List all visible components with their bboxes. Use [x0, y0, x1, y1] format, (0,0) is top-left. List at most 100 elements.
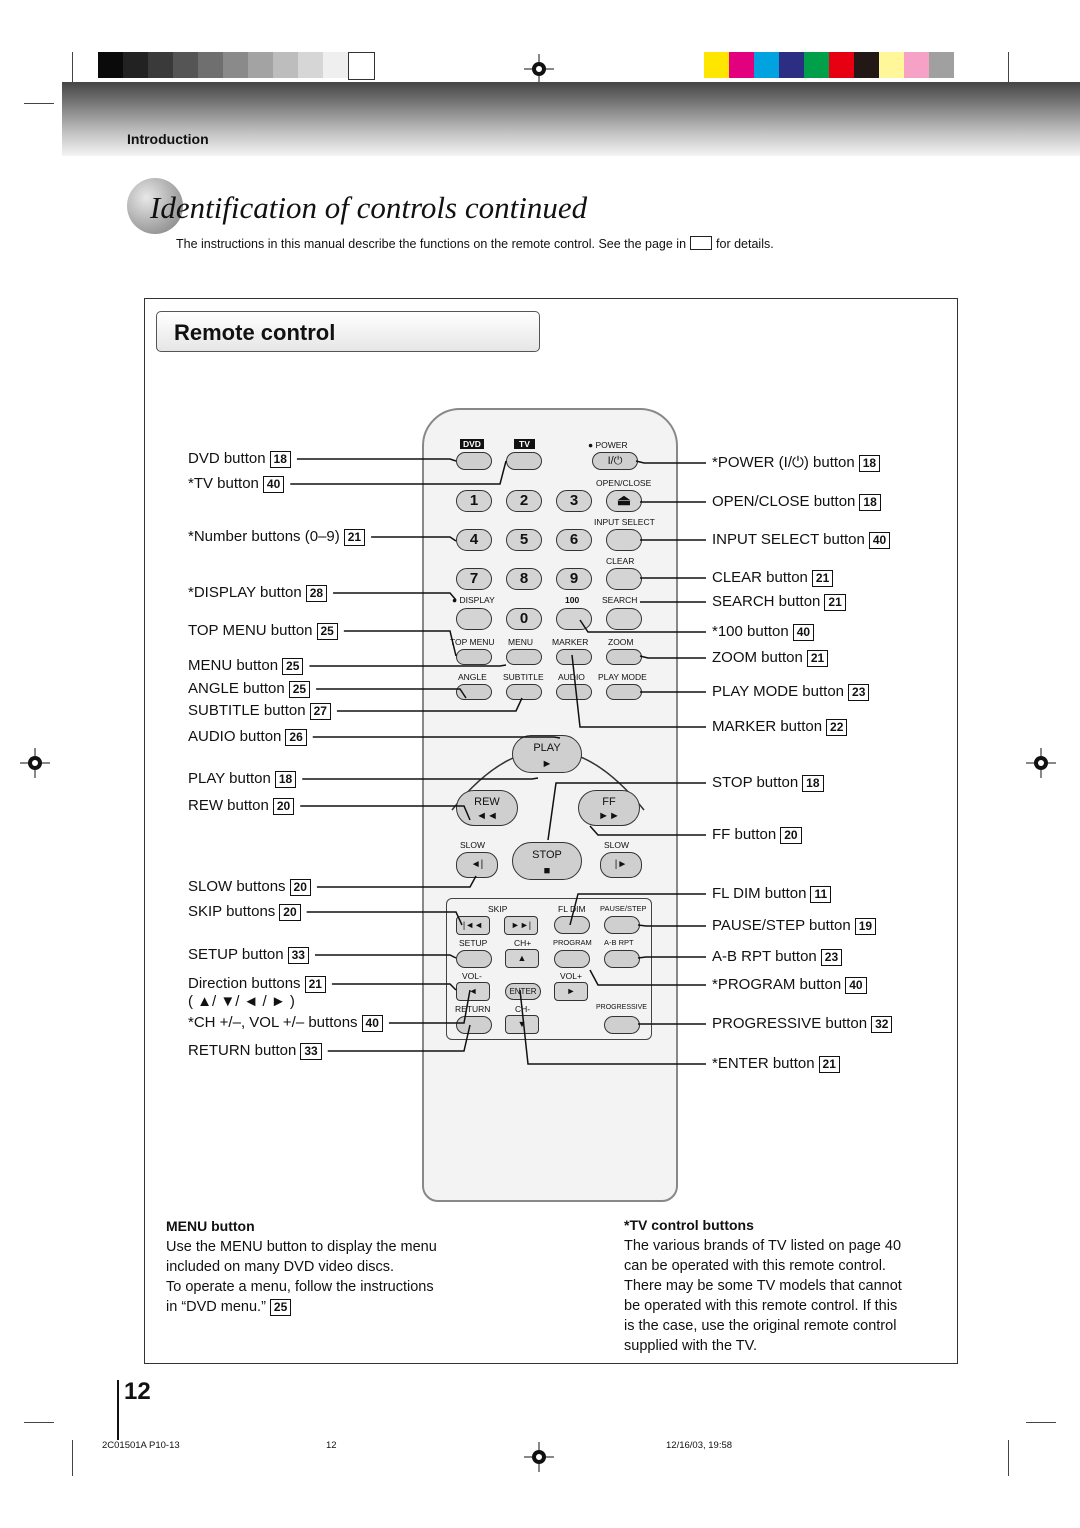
- page-ref-badge: 21: [304, 976, 326, 993]
- page-ref-badge: 25: [282, 658, 304, 675]
- callout-text: SUBTITLE button: [188, 702, 306, 719]
- number-button-8[interactable]: 8: [506, 568, 542, 590]
- callout-text: *ENTER button: [712, 1055, 815, 1072]
- top-menu-button[interactable]: [456, 649, 492, 665]
- hundred-button[interactable]: [556, 608, 592, 630]
- slow-reverse-button[interactable]: ◄|: [456, 852, 498, 878]
- fl-dim-button[interactable]: [554, 916, 590, 934]
- tv-button[interactable]: [506, 452, 542, 470]
- callout-text: ( ▲/ ▼/ ◄ / ► ): [188, 993, 295, 1010]
- enter-button[interactable]: ENTER: [505, 983, 541, 1000]
- setup-label: SETUP: [459, 938, 488, 948]
- number-button-6[interactable]: 6: [556, 529, 592, 551]
- pause-step-button[interactable]: [604, 916, 640, 934]
- clear-label: CLEAR: [606, 556, 635, 566]
- rew-button[interactable]: REW◄◄: [456, 790, 518, 826]
- callout-text: ZOOM button: [712, 649, 803, 666]
- stop-button[interactable]: STOP■: [512, 842, 582, 880]
- page-ref-badge: 26: [285, 729, 307, 746]
- callout-text: MARKER button: [712, 718, 823, 735]
- page-ref-badge: 22: [826, 719, 848, 736]
- gray-swatch: [298, 52, 323, 78]
- callout-text: OPEN/CLOSE button: [712, 493, 856, 510]
- number-button-1[interactable]: 1: [456, 490, 492, 512]
- ff-button[interactable]: FF►►: [578, 790, 640, 826]
- page-ref-badge: 21: [824, 594, 846, 611]
- dvd-button[interactable]: [456, 452, 492, 470]
- tv-note-heading: *TV control buttons: [624, 1217, 754, 1233]
- skip-forward-button[interactable]: ►►|: [504, 916, 538, 935]
- tv-note-line: is the case, use the original remote con…: [624, 1318, 897, 1334]
- subtitle-button[interactable]: [506, 684, 542, 700]
- progressive-button[interactable]: [604, 1016, 640, 1034]
- callout-text: A-B RPT button: [712, 948, 817, 965]
- page-ref-badge: 18: [859, 494, 881, 511]
- number-button-5[interactable]: 5: [506, 529, 542, 551]
- tv-note-body: The various brands of TV listed on page …: [624, 1236, 902, 1356]
- skip-back-button[interactable]: |◄◄: [456, 916, 490, 935]
- number-button-4[interactable]: 4: [456, 529, 492, 551]
- number-button-7[interactable]: 7: [456, 568, 492, 590]
- color-swatch: [904, 52, 929, 78]
- slow-forward-button[interactable]: |►: [600, 852, 642, 878]
- menu-button[interactable]: [506, 649, 542, 665]
- play-button[interactable]: PLAY►: [512, 735, 582, 773]
- page-ref-badge: 21: [806, 650, 829, 667]
- return-button[interactable]: [456, 1016, 492, 1034]
- zoom-button[interactable]: [606, 649, 642, 665]
- input-select-button[interactable]: [606, 529, 642, 551]
- vol-down-button[interactable]: ◄: [456, 982, 490, 1001]
- page-ref-badge: 21: [811, 570, 834, 587]
- number-button-2[interactable]: 2: [506, 490, 542, 512]
- power-button[interactable]: I/⏻: [592, 452, 638, 470]
- page-ref-badge: 18: [274, 771, 297, 788]
- progressive-label: PROGRESSIVE: [596, 1004, 647, 1011]
- vol-minus-label: VOL-: [462, 971, 482, 981]
- play-mode-button[interactable]: [606, 684, 642, 700]
- clear-button[interactable]: [606, 568, 642, 590]
- crop-mark: [1008, 1440, 1009, 1476]
- angle-button[interactable]: [456, 684, 492, 700]
- subtitle-label: SUBTITLE: [503, 672, 544, 682]
- number-button-0[interactable]: 0: [506, 608, 542, 630]
- ch-up-button[interactable]: ▲: [505, 949, 539, 968]
- page-ref-badge: 18: [802, 775, 824, 792]
- setup-button[interactable]: [456, 950, 492, 968]
- left-callout-label: *Number buttons (0–9)21: [188, 528, 366, 546]
- callout-text: *100 button: [712, 623, 789, 640]
- program-button[interactable]: [554, 950, 590, 968]
- rew-text: REW: [474, 796, 500, 808]
- number-button-3[interactable]: 3: [556, 490, 592, 512]
- vol-up-button[interactable]: ►: [554, 982, 588, 1001]
- gray-swatch: [323, 52, 348, 78]
- audio-button[interactable]: [556, 684, 592, 700]
- number-button-9[interactable]: 9: [556, 568, 592, 590]
- callout-text: *TV button: [188, 475, 259, 492]
- color-swatch: [754, 52, 779, 78]
- intro-before: The instructions in this manual describe…: [176, 237, 687, 251]
- tv-note-line: supplied with the TV.: [624, 1338, 758, 1354]
- page-ref-badge: 20: [289, 879, 311, 896]
- search-button[interactable]: [606, 608, 642, 630]
- ab-rpt-button[interactable]: [604, 950, 640, 968]
- registration-mark: [524, 54, 554, 84]
- ch-down-button[interactable]: ▼: [505, 1015, 539, 1034]
- open-close-button[interactable]: ⏏: [606, 490, 642, 512]
- fl-dim-label: FL DIM: [558, 904, 586, 914]
- display-button[interactable]: [456, 608, 492, 630]
- gray-swatch: [348, 52, 375, 80]
- page-number-rule: [117, 1380, 119, 1440]
- menu-note-line: in “DVD menu.”25: [166, 1297, 437, 1317]
- angle-label: ANGLE: [458, 672, 487, 682]
- tv-tag: TV: [514, 439, 535, 449]
- callout-text: STOP button: [712, 774, 799, 791]
- marker-button[interactable]: [556, 649, 592, 665]
- callout-text: SLOW buttons: [188, 878, 286, 895]
